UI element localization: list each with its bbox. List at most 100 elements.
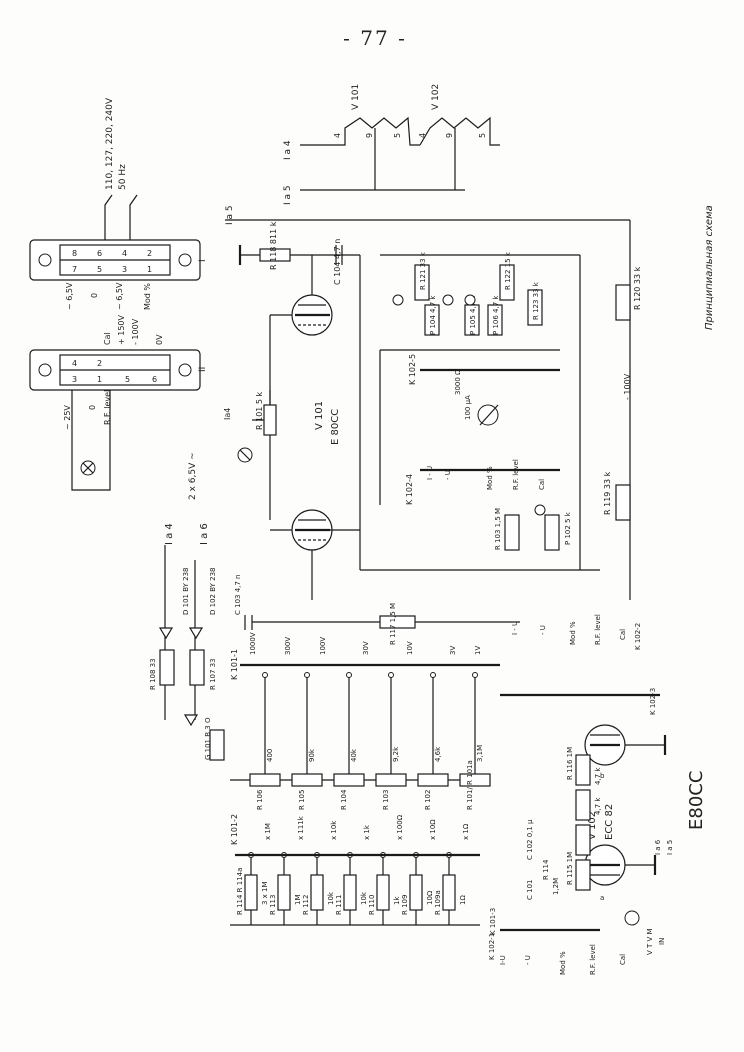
divider-resistor-value: 3,1M: [476, 745, 484, 762]
svg-text:4: 4: [418, 133, 427, 138]
shunt-resistor-value: 3 x 1M: [261, 881, 269, 905]
sw-top-mod: Mod %: [486, 466, 494, 490]
shunt-range-label: x 10Ω: [429, 819, 437, 840]
v102-ia6: I a 6: [654, 839, 662, 855]
shunt-resistor: [310, 874, 324, 911]
divider-resistor-value: 400: [266, 749, 274, 762]
shunt-resistor-name: R 114 R 114a: [236, 868, 244, 915]
r108-label: R 108 33: [149, 658, 157, 690]
ia4-pot-label: Ia4: [223, 408, 232, 420]
sw-top-iu: I - U: [426, 466, 434, 480]
divider-resistor-name: R 104: [340, 789, 348, 810]
tube-v101-top: V 101: [351, 84, 361, 110]
shunt-range-label: x 1k: [363, 824, 371, 840]
divider-resistor-value: 40k: [350, 748, 358, 762]
range-10v: 10V: [406, 641, 414, 655]
shunt-resistor-name: R 109: [401, 895, 409, 915]
svg-text:9: 9: [365, 133, 374, 138]
tube-v102-type: ECC 82: [604, 804, 615, 840]
conn-upper-label-1: ~ 6,5V: [65, 282, 74, 310]
sw-low-rf: R.F. level: [589, 944, 597, 975]
conn-upper-id: I: [198, 259, 208, 262]
label-ia5-top: I a 5: [283, 185, 293, 205]
shunt-resistor-name: R 111: [335, 895, 343, 915]
c104-label: C 104 4,7 n: [333, 239, 342, 285]
v101-upper: R 118 811 k C 104 4,7 n: [238, 221, 360, 520]
p101-label: R 101 5 k: [255, 391, 264, 430]
range-1000v: 1000V: [249, 632, 257, 655]
sw-top-cal: Cal: [538, 479, 546, 490]
p106-label: P 106 4,7 k: [492, 295, 500, 335]
meter-resistance: 3000 Ω: [454, 369, 462, 395]
shunt-range-label: x 1M: [264, 823, 272, 840]
v102: V 102 ECC 82 R 116 1M R 115 1M C 102 0,1…: [488, 688, 674, 960]
divider-resistor-name: R 101/ R 101a: [466, 760, 474, 810]
sw-u: - U: [539, 625, 547, 635]
lamp-label-0: 0: [88, 405, 97, 410]
conn-lower-label-0v: 0V: [155, 334, 164, 345]
meter-network: R 121 33 k R 122 15 k R 123 33 k P 104 4…: [379, 251, 642, 570]
r117-label: R 117 1,5 M: [389, 603, 397, 645]
r103-upper-label: R 103 1,5 M: [494, 508, 502, 550]
conn-upper-pin-8: 8: [72, 249, 77, 258]
shunt-resistor-value: 10Ω: [426, 890, 434, 905]
conn-upper-pin-7: 7: [72, 265, 77, 274]
divider-resistor: [459, 773, 491, 787]
conn-upper-pin-5: 5: [97, 265, 102, 274]
c103-label: C 103 4,7 n: [234, 575, 242, 616]
shunt-resistor-value: 1M: [294, 895, 302, 906]
sw-k1022: K 102-2: [634, 623, 642, 650]
v102-r115: R 115 1M: [566, 852, 574, 885]
d101-label: D 101 BY 238: [182, 568, 190, 615]
v102-r114: R 114: [542, 859, 550, 880]
sw-rf: R.F. level: [594, 614, 602, 645]
r107-label: R 107 33: [209, 658, 217, 690]
page-number: - 77 -: [343, 26, 407, 50]
k1025-label: K 102-5: [408, 354, 417, 385]
range-1v: 1V: [474, 646, 482, 655]
bottom-selector: I - U - U Mod % R.F. level Cal K 102-2 I…: [499, 614, 660, 975]
sw-cal: Cal: [619, 629, 627, 640]
neg100-label: - 100V: [623, 373, 632, 400]
tube-v102-ref: V 102: [587, 811, 598, 840]
shunt-resistor-name: R 113: [269, 895, 277, 915]
divider-resistor-name: R 103: [382, 790, 390, 810]
range-300v: 300V: [284, 637, 292, 655]
conn-lower-pin-1: 1: [97, 375, 102, 384]
lamp-label-rf: R.F. level: [103, 390, 112, 425]
sw-mod: Mod %: [569, 621, 577, 645]
range-100v: 100V: [319, 637, 327, 655]
rect-label: G 101 B 3 O: [204, 717, 212, 760]
mains-voltages: 110, 127, 220, 240V: [105, 97, 115, 190]
shunt-resistor-name: R 110: [368, 895, 376, 915]
conn-lower-pin-4: 4: [72, 359, 77, 368]
handwritten-note: E80CC: [686, 771, 707, 830]
label-ia4-top: I a 4: [283, 140, 293, 160]
shunt-resistor: [343, 874, 357, 911]
sw-low-cal: Cal: [619, 954, 627, 965]
r123-label: R 123 33 k: [532, 281, 540, 320]
ia6-out-label: I a 6: [199, 523, 210, 545]
range-30v: 30V: [362, 641, 370, 655]
divider-resistor: [291, 773, 323, 787]
conn-upper-label-4: Mod %: [143, 283, 152, 310]
conn-lower-pin-6: 6: [152, 375, 157, 384]
conn-upper-pin-1: 1: [147, 265, 152, 274]
sw-low-u: - U: [524, 955, 532, 965]
heater-block: V 101 V 102 I a 4 I a 5 4 9 5 4 9 5: [283, 84, 500, 205]
shunt-resistor: [376, 874, 390, 911]
ia5-label-left: I a 5: [225, 205, 235, 225]
shunt-resistor-name: R 112: [302, 895, 310, 915]
shunt-range-label: x 10k: [330, 820, 338, 840]
shunt-resistor-value: 1k: [393, 896, 401, 905]
v101-lower: V 101 E 80CC: [270, 255, 600, 600]
range-divider: 1000V 300V 100V 30V 10V 3V 1V R 106400R …: [230, 632, 491, 926]
sw-top-rf: R.F. level: [512, 459, 520, 490]
svg-text:5: 5: [478, 133, 487, 138]
v102-r116: R 116 1M: [566, 747, 574, 780]
divider-resistor: [249, 773, 281, 787]
divider-resistor: [333, 773, 365, 787]
v102-k1021: K 102-1: [488, 933, 496, 960]
conn-lower-pin-5: 5: [125, 375, 130, 384]
